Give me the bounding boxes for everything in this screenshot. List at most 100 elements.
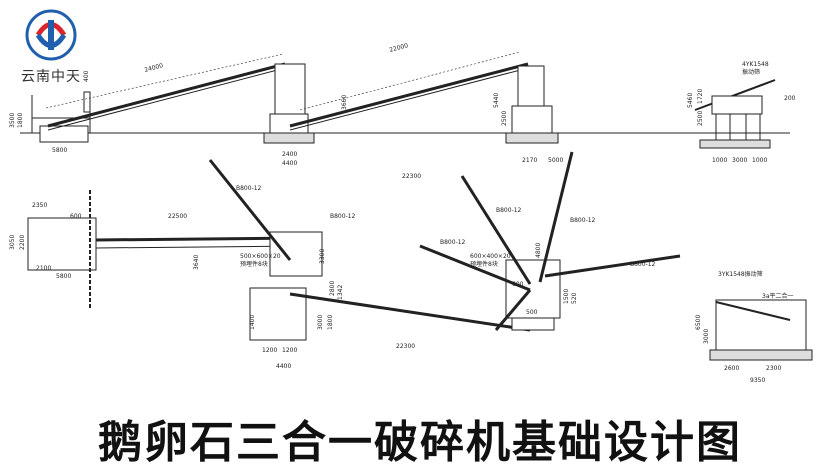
dim-plan-2200: 2200 xyxy=(19,235,26,250)
dim-screen-w2: 3000 xyxy=(732,157,747,164)
plan-crusher-1-foundation xyxy=(249,287,307,341)
crusher-1-foundation xyxy=(263,132,315,144)
dim-crusher-w1: 2400 xyxy=(282,151,297,158)
dim-plan-3640: 3640 xyxy=(193,255,200,270)
dim-plan-22500: 22500 xyxy=(168,213,187,220)
section-w2600: 2600 xyxy=(724,365,739,372)
dim-plan-1500: 1500 xyxy=(563,289,570,304)
dim-plan-22300: 22300 xyxy=(396,343,415,350)
dim-screen-w3: 1000 xyxy=(752,157,767,164)
conveyor-2-dim xyxy=(299,51,521,111)
dim-plan-3050: 3050 xyxy=(9,235,16,250)
dim-conveyor-2: 22000 xyxy=(389,42,409,54)
dim-plan-500x600: 500×600×20 xyxy=(240,253,281,260)
section-frame xyxy=(715,299,807,351)
dim-screen-h: 5460 xyxy=(687,93,694,108)
screen-foundation xyxy=(699,139,771,149)
dim-screen-w1: 1000 xyxy=(712,157,727,164)
dim-plan-520: 520 xyxy=(571,292,578,304)
dim-spacing: 22300 xyxy=(402,173,421,180)
section-title: 3YK1548振动筛 xyxy=(718,270,763,278)
plan-arm-5 xyxy=(544,254,681,278)
dim-plan-1800: 1800 xyxy=(327,315,334,330)
dim-screen-h3: 2500 xyxy=(697,111,704,126)
conveyor-1-lower xyxy=(47,67,286,131)
dim-screen-h2: 1720 xyxy=(697,89,704,104)
dim-plan-1342: 1342 xyxy=(337,285,344,300)
plan-conveyor-1-lower xyxy=(95,245,301,249)
screen-title: 4YK1548 xyxy=(742,61,769,68)
dim-hopper-h2: 1800 xyxy=(17,113,24,128)
screen-box xyxy=(711,95,763,115)
plan-conveyor-2 xyxy=(289,292,531,332)
conveyor-2-lower xyxy=(289,67,529,131)
plan-crusher-1 xyxy=(269,231,323,277)
dim-plan-600b: 600 xyxy=(512,281,524,288)
plan-arm-2 xyxy=(419,244,531,292)
arm-label-5: B800-12 xyxy=(630,261,656,268)
arm-label-3: B800-12 xyxy=(496,207,522,214)
dim-plan-5800: 5800 xyxy=(56,273,71,280)
arm-label-1: B800-12 xyxy=(236,185,262,192)
dim-plan-2100: 2100 xyxy=(36,265,51,272)
section-w9350: 9350 xyxy=(750,377,765,384)
dim-plan-2350: 2350 xyxy=(32,202,47,209)
section-label-a: 3a平二合一 xyxy=(762,292,794,300)
plan-crusher-2-base xyxy=(511,317,555,331)
dim-plan-3300: 3300 xyxy=(319,249,326,264)
page-title: 鹅卵石三合一破碎机基础设计图 xyxy=(98,416,742,468)
plan-arm-4 xyxy=(538,151,574,283)
dim-plan-2800: 2800 xyxy=(329,281,336,296)
screen-deck xyxy=(694,79,776,111)
dim-h400: 400 xyxy=(83,70,90,82)
dim-plan-1200a: 1200 xyxy=(262,347,277,354)
dim-plan-4400: 4400 xyxy=(276,363,291,370)
crusher-2-body xyxy=(517,65,545,107)
arm-label-2: B800-12 xyxy=(440,239,466,246)
brand-name: 云南中天 xyxy=(21,69,81,85)
dim-plan-4800: 4800 xyxy=(535,243,542,258)
dim-plan-pre2: 预埋件8块 xyxy=(470,260,498,268)
crusher-2-foundation xyxy=(505,132,559,144)
dim-crusher-h: 3660 xyxy=(341,95,348,110)
conveyor-1 xyxy=(47,62,286,128)
plan-arm-3 xyxy=(460,175,532,285)
conveyor-2 xyxy=(289,62,529,128)
arm-label-4: B800-12 xyxy=(570,217,596,224)
arm-label-6: B800-12 xyxy=(330,213,356,220)
dim-plan-1200b: 1200 xyxy=(282,347,297,354)
crusher-1-body xyxy=(274,63,306,115)
dim-screen-side: 200 xyxy=(784,95,796,102)
engineering-drawing: 24000 22000 5800 3500 1800 400 2400 4400… xyxy=(9,42,813,384)
dim-plan-600x400: 600×400×20 xyxy=(470,253,511,260)
dim-w2170: 2170 xyxy=(522,157,537,164)
dim-plan-500: 500 xyxy=(526,309,538,316)
screen-sub: 振动筛 xyxy=(742,68,760,76)
section-h6500: 6500 xyxy=(695,315,702,330)
dim-plan-1400: 1400 xyxy=(249,315,256,330)
section-w2300: 2300 xyxy=(766,365,781,372)
dim-w5000: 5000 xyxy=(548,157,563,164)
title-bar: 鹅卵石三合一破碎机基础设计图 xyxy=(0,400,840,475)
conveyor-1-dim xyxy=(45,53,284,109)
dim-plan-3000: 3000 xyxy=(317,315,324,330)
section-h3000: 3000 xyxy=(703,329,710,344)
section-foundation xyxy=(709,349,813,361)
dim-hopper-h1: 3500 xyxy=(9,113,16,128)
dim-hopper-w: 5800 xyxy=(52,147,67,154)
feeder-post xyxy=(83,91,91,113)
dim-h5440: 5440 xyxy=(493,93,500,108)
dim-plan-600: 600 xyxy=(70,213,82,220)
crusher-2-base xyxy=(511,105,553,135)
plan-feeder xyxy=(27,217,97,271)
plan-conveyor-1 xyxy=(95,236,301,242)
feeder-base xyxy=(39,125,89,143)
dim-plan-pre: 预埋件8块 xyxy=(240,260,268,268)
brand-logo: 云南中天 xyxy=(14,8,88,94)
plan-arm-6 xyxy=(494,289,532,331)
dim-crusher-w2: 4400 xyxy=(282,160,297,167)
section-screen xyxy=(715,301,791,321)
dim-conveyor-1: 24000 xyxy=(144,62,164,74)
dim-h2500: 2500 xyxy=(501,111,508,126)
